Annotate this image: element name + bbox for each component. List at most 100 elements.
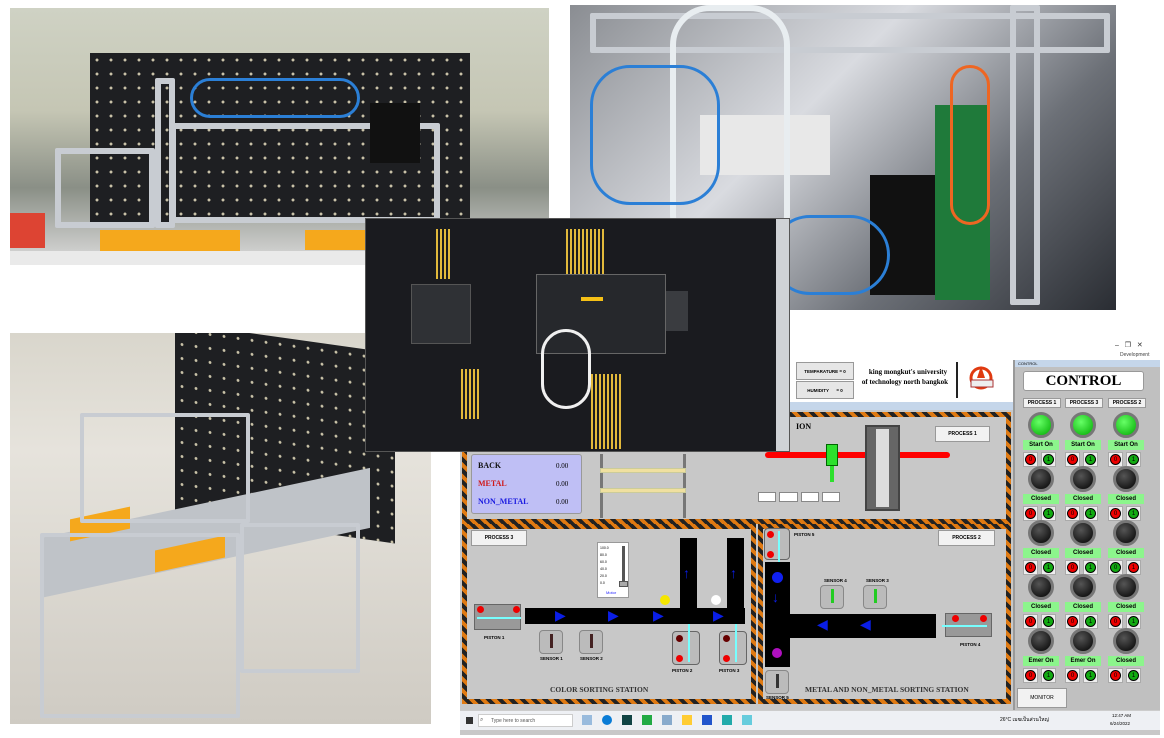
slider-tick: 80.0 xyxy=(600,553,607,557)
off-button[interactable]: 0 xyxy=(1065,614,1080,629)
pipe xyxy=(765,452,950,458)
on-button[interactable]: 1 xyxy=(1083,560,1098,575)
photo-full-rig xyxy=(10,333,431,724)
black-lamp xyxy=(1028,628,1054,654)
status-label: Closed xyxy=(1023,494,1059,504)
button-indicator-icon: 1 xyxy=(1128,562,1139,573)
on-button[interactable]: 1 xyxy=(1126,668,1141,683)
on-button[interactable]: 1 xyxy=(1041,668,1056,683)
monitor-button[interactable]: MONITOR xyxy=(1017,688,1067,708)
process2-button[interactable]: PROCESS 2 xyxy=(938,530,995,546)
button-indicator-icon: 0 xyxy=(1067,616,1078,627)
button-indicator-icon: 0 xyxy=(1110,508,1121,519)
button-indicator-icon: 1 xyxy=(1085,454,1096,465)
arrow-down-icon: ↓ xyxy=(772,591,779,606)
off-button[interactable]: 0 xyxy=(1065,560,1080,575)
button-indicator-icon: 1 xyxy=(1043,454,1054,465)
black-lamp xyxy=(1028,466,1054,492)
button-indicator-icon: 1 xyxy=(1128,454,1139,465)
sensor2 xyxy=(579,630,603,654)
start-icon[interactable] xyxy=(466,717,473,724)
off-button[interactable]: 0 xyxy=(1108,614,1123,629)
off-button[interactable]: 0 xyxy=(1065,668,1080,683)
on-button[interactable]: 1 xyxy=(1041,452,1056,467)
piston1-label: PISTON 1 xyxy=(484,635,505,640)
process1-button[interactable]: PROCESS 1 xyxy=(935,426,990,442)
piston5-label: PISTON 5 xyxy=(794,532,815,537)
sensor3-label: SENSOR 3 xyxy=(866,578,889,583)
status-label: Closed xyxy=(1065,548,1101,558)
taskbar-apps[interactable] xyxy=(582,715,752,725)
on-button[interactable]: 1 xyxy=(1041,560,1056,575)
process3-button[interactable]: PROCESS 3 xyxy=(471,530,527,546)
sensor1 xyxy=(539,630,563,654)
button-indicator-icon: 0 xyxy=(1110,616,1121,627)
button-indicator-icon: 1 xyxy=(1085,562,1096,573)
taskbar-search[interactable]: Type here to search xyxy=(478,714,573,727)
status-label: Closed xyxy=(1065,602,1101,612)
button-indicator-icon: 0 xyxy=(1025,616,1036,627)
off-button[interactable]: 0 xyxy=(1108,506,1123,521)
on-button[interactable]: 1 xyxy=(1126,452,1141,467)
on-button[interactable]: 1 xyxy=(1083,506,1098,521)
control-process-button[interactable]: PROCESS 3 xyxy=(1065,398,1103,408)
control-process-button[interactable]: PROCESS 1 xyxy=(1023,398,1061,408)
green-lamp xyxy=(1070,412,1096,438)
off-button[interactable]: 0 xyxy=(1108,560,1123,575)
arrow-right-icon: ▶ xyxy=(555,609,566,624)
piston3-label: PISTON 3 xyxy=(719,668,740,673)
on-button[interactable]: 1 xyxy=(1083,668,1098,683)
sensor1-label: SENSOR 1 xyxy=(540,656,563,661)
off-button[interactable]: 0 xyxy=(1023,668,1038,683)
station-title-partial: ION xyxy=(796,422,812,431)
off-button[interactable]: 0 xyxy=(1023,506,1038,521)
control-process-button[interactable]: PROCESS 2 xyxy=(1108,398,1146,408)
button-indicator-icon: 1 xyxy=(1128,670,1139,681)
button-indicator-icon: 1 xyxy=(1128,508,1139,519)
on-button[interactable]: 1 xyxy=(1041,506,1056,521)
counter-nonmetal-value: 0.00 xyxy=(556,498,569,506)
button-indicator-icon: 0 xyxy=(1067,508,1078,519)
off-button[interactable]: 0 xyxy=(1065,452,1080,467)
taskbar: Type here to search ⌕ 26°C เมฆเป็นส่วนให… xyxy=(460,710,1160,730)
window-controls[interactable]: – ❐ ✕ xyxy=(1115,342,1143,349)
slider-thumb[interactable] xyxy=(619,581,628,587)
on-button[interactable]: 1 xyxy=(1126,560,1141,575)
search-icon: ⌕ xyxy=(480,717,484,723)
button-indicator-icon: 0 xyxy=(1067,562,1078,573)
button-indicator-icon: 1 xyxy=(1043,508,1054,519)
university-name-2: of technology north bangkok xyxy=(861,378,949,386)
piston1 xyxy=(474,604,521,630)
button-indicator-icon: 0 xyxy=(1110,562,1121,573)
shelf xyxy=(600,454,686,518)
button-indicator-icon: 0 xyxy=(1067,454,1078,465)
sensor3 xyxy=(863,585,887,609)
clock-date[interactable]: 6/24/2022 xyxy=(1110,721,1131,726)
arrow-right-icon: ▶ xyxy=(653,609,664,624)
off-button[interactable]: 0 xyxy=(1108,452,1123,467)
off-button[interactable]: 0 xyxy=(1023,614,1038,629)
on-button[interactable]: 1 xyxy=(1041,614,1056,629)
status-label: Closed xyxy=(1108,548,1144,558)
clock-time[interactable]: 12:47 AM xyxy=(1112,713,1132,718)
status-label: Closed xyxy=(1108,656,1144,666)
black-lamp xyxy=(1070,574,1096,600)
off-button[interactable]: 0 xyxy=(1065,506,1080,521)
off-button[interactable]: 0 xyxy=(1108,668,1123,683)
button-indicator-icon: 0 xyxy=(1025,508,1036,519)
black-lamp xyxy=(1113,574,1139,600)
on-button[interactable]: 1 xyxy=(1126,506,1141,521)
weather[interactable]: 26°C เมฆเป็นส่วนใหญ่ xyxy=(1000,717,1049,723)
temperature-readout: TEMPARATURE = 0 xyxy=(796,362,854,380)
off-button[interactable]: 0 xyxy=(1023,560,1038,575)
on-button[interactable]: 1 xyxy=(1083,452,1098,467)
sensor5-label: SENSOR 5 xyxy=(766,695,789,700)
on-button[interactable]: 1 xyxy=(1126,614,1141,629)
arrow-up-icon: ↑ xyxy=(730,567,737,582)
blue-item xyxy=(772,572,783,583)
metal-station-title: METAL AND NON_METAL SORTING STATION xyxy=(805,685,969,694)
off-button[interactable]: 0 xyxy=(1023,452,1038,467)
slider-tick: 20.0 xyxy=(600,574,607,578)
on-button[interactable]: 1 xyxy=(1083,614,1098,629)
